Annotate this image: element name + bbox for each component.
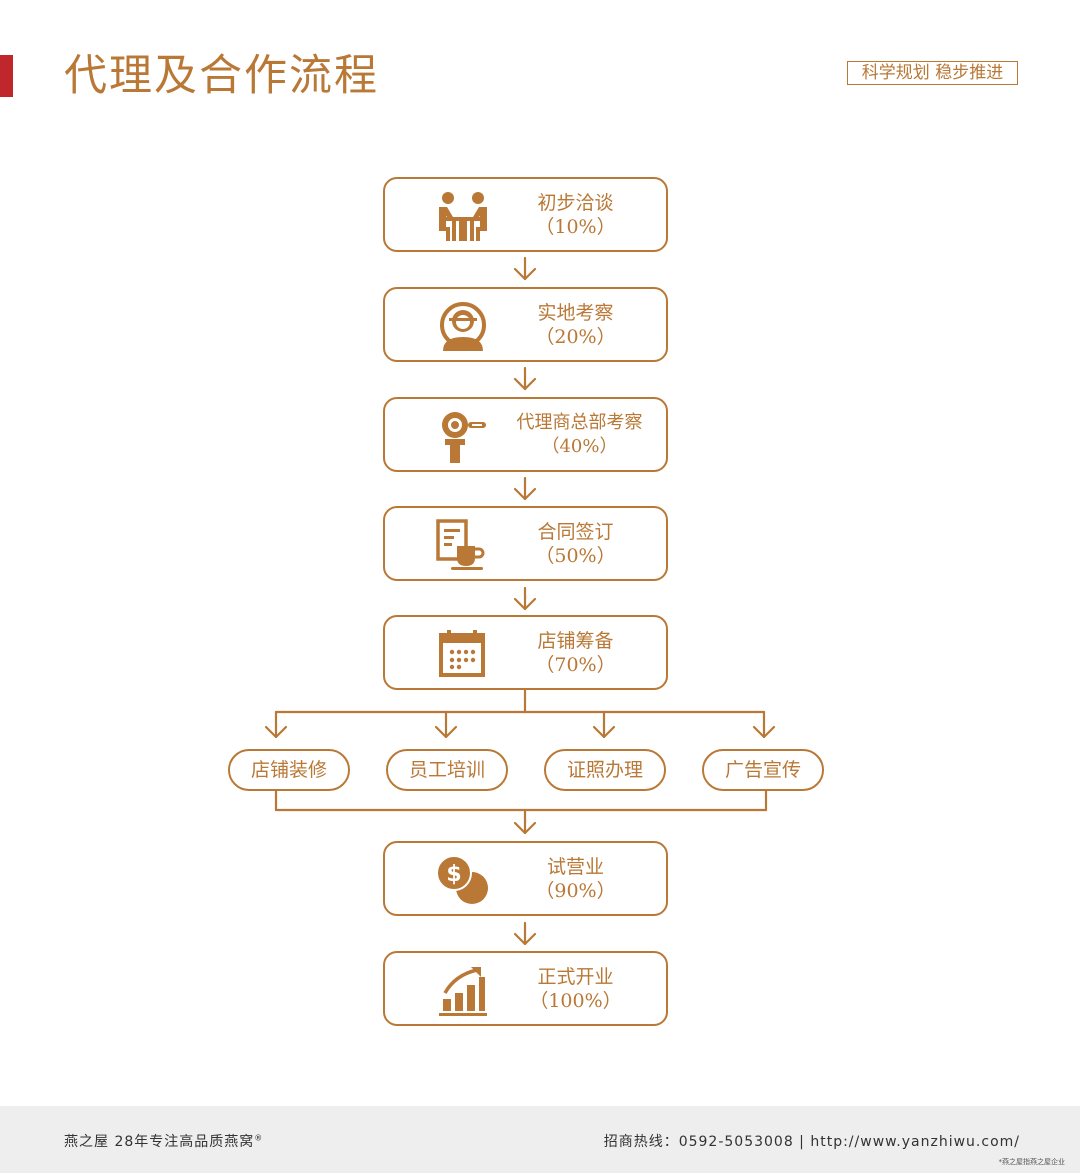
step-percent: （90%） [535,880,616,902]
branch-arrow-3 [592,710,616,739]
step-percent: （50%） [535,545,616,567]
branch-staff-training: 员工培训 [386,749,508,791]
svg-text:$: $ [446,862,461,887]
step-label: 代理商总部考察 [516,412,643,433]
magnifier-search-icon [442,412,486,463]
growth-chart-icon [439,967,487,1016]
step-label: 实地考察 [537,302,614,324]
step-label: 店铺筹备 [537,630,614,652]
step-trial-operation: $ 试营业 （90%） [383,841,668,916]
step-site-inspection: 实地考察 （20%） [383,287,668,362]
step-initial-negotiation: 初步洽谈 （10%） [383,177,668,252]
footer-contact[interactable]: 招商热线：0592-5053008 | http://www.yanzhiwu.… [603,1134,1020,1150]
step-percent: （100%） [529,990,622,1012]
contract-document-icon [436,519,485,570]
step-percent: （10%） [535,216,616,238]
step-percent: （40%） [541,436,618,457]
calendar-icon [439,630,485,677]
footer-note: *燕之屋指燕之屋企业 [998,1158,1066,1166]
arrow-1 [513,256,537,281]
dollar-coins-icon: $ [436,855,488,904]
step-label: 合同签订 [537,521,614,543]
arrow-5 [513,808,537,835]
branch-arrow-1 [264,710,288,739]
page-title: 代理及合作流程 [64,51,379,101]
footer-brand: 燕之屋 28年专注高品质燕窝® [64,1131,263,1151]
step-label: 试营业 [546,856,604,878]
person-inspection-icon [440,302,486,351]
arrow-6 [513,921,537,946]
header-accent-bar [0,55,13,97]
step-store-preparation: 店铺筹备 （70%） [383,615,668,690]
step-label: 正式开业 [537,966,614,988]
branch-arrow-4 [752,710,776,739]
step-headquarters-inspection: 代理商总部考察 （40%） [383,397,668,472]
handshake-meeting-icon [439,192,487,241]
arrow-2 [513,366,537,391]
step-label: 初步洽谈 [537,192,614,214]
step-percent: （20%） [535,326,616,348]
footer-brand-text: 燕之屋 28年专注高品质燕窝 [64,1134,255,1150]
arrow-3 [513,476,537,501]
step-grand-opening: 正式开业 （100%） [383,951,668,1026]
branch-store-decoration: 店铺装修 [228,749,350,791]
footer-bar: 燕之屋 28年专注高品质燕窝® 招商热线：0592-5053008 | http… [0,1106,1080,1173]
step-contract-signing: 合同签订 （50%） [383,506,668,581]
branch-arrow-2 [434,710,458,739]
arrow-4 [513,586,537,611]
registered-mark: ® [254,1133,264,1143]
slogan-badge: 科学规划 稳步推进 [847,61,1018,85]
branch-license-processing: 证照办理 [544,749,666,791]
branch-advertising: 广告宣传 [702,749,824,791]
step-percent: （70%） [535,654,616,676]
